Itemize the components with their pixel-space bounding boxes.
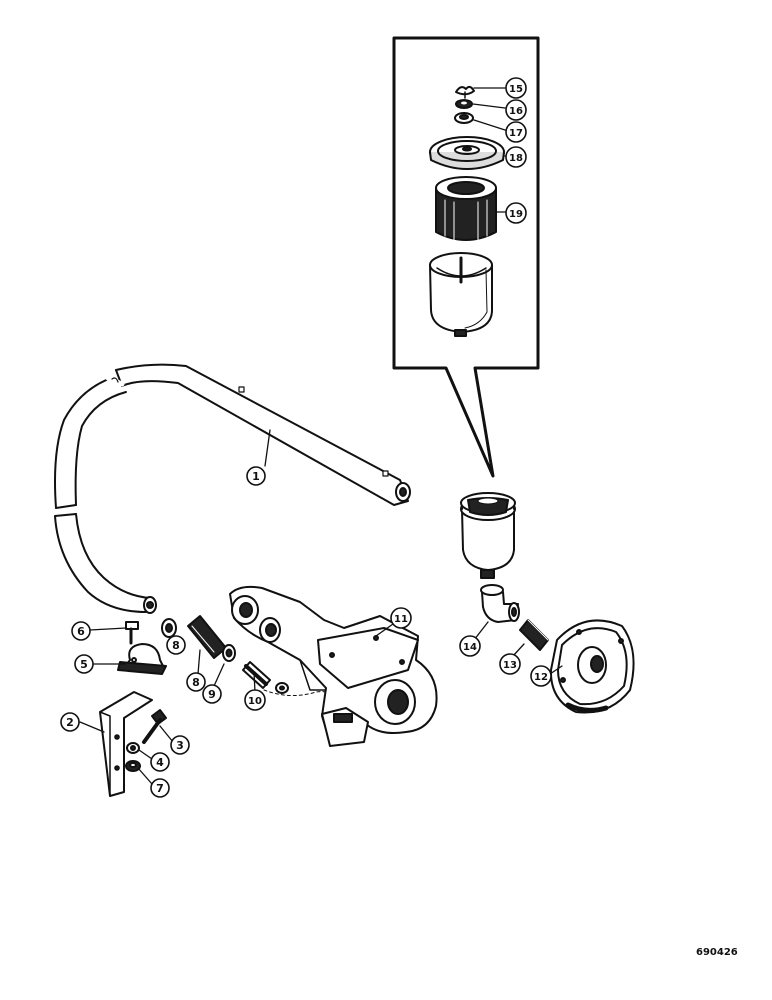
reference-number: 690426 (696, 947, 738, 958)
small-clamp (161, 618, 177, 638)
wing-nut (455, 85, 475, 99)
callout-17: 17 (505, 121, 527, 143)
elbow-fitting (480, 584, 520, 623)
gasket (454, 112, 474, 124)
svg-text:13: 13 (503, 660, 517, 671)
callout-5: 5 (74, 654, 94, 674)
svg-text:18: 18 (509, 153, 523, 164)
callout-8b: 8 (186, 672, 206, 692)
connector-hose (187, 615, 227, 659)
hose (54, 363, 411, 614)
svg-text:1: 1 (252, 470, 260, 483)
callout-14: 14 (459, 635, 481, 657)
callout-18: 18 (505, 146, 527, 168)
callout-4: 4 (150, 752, 170, 772)
bolt (142, 709, 167, 744)
svg-text:11: 11 (394, 614, 408, 625)
callout-8: 8 (166, 635, 186, 655)
svg-text:15: 15 (509, 84, 523, 95)
filter-element (435, 176, 497, 241)
svg-text:2: 2 (66, 716, 74, 729)
callout-6: 6 (71, 621, 91, 641)
svg-text:6: 6 (77, 625, 85, 638)
small-clamp (222, 644, 236, 662)
callout-12: 12 (530, 665, 552, 687)
pipe-nipple (519, 619, 549, 651)
svg-text:8: 8 (192, 676, 200, 689)
callout-7: 7 (150, 778, 170, 798)
filter-assembly (460, 492, 516, 579)
callout-11: 11 (390, 607, 412, 629)
mounting-bracket (99, 691, 153, 797)
svg-text:3: 3 (176, 739, 184, 752)
svg-text:14: 14 (463, 642, 477, 653)
pipe-nipple (242, 661, 341, 699)
inset-box (392, 36, 540, 478)
adapter-housing (549, 619, 635, 714)
callout-9: 9 (202, 684, 222, 704)
lock-washer (126, 742, 140, 754)
hose-clamp (117, 643, 167, 675)
svg-text:9: 9 (208, 688, 216, 701)
svg-text:7: 7 (156, 782, 164, 795)
manifold-casting (229, 585, 438, 747)
filter-cover (429, 136, 505, 170)
callout-16: 16 (505, 99, 527, 121)
filter-bowl (429, 252, 493, 337)
callout-15: 15 (505, 77, 527, 99)
svg-text:8: 8 (172, 639, 180, 652)
callout-10: 10 (244, 689, 266, 711)
svg-text:12: 12 (534, 672, 548, 683)
washer (455, 99, 473, 109)
svg-text:10: 10 (248, 696, 262, 707)
svg-text:17: 17 (509, 128, 523, 139)
callout-19: 19 (505, 202, 527, 224)
callout-2: 2 (60, 712, 80, 732)
screw (125, 621, 139, 645)
svg-text:19: 19 (509, 209, 523, 220)
nut (125, 760, 141, 772)
callout-13: 13 (499, 653, 521, 675)
svg-text:4: 4 (156, 756, 164, 769)
svg-text:5: 5 (80, 658, 88, 671)
callout-1: 1 (246, 466, 266, 486)
callout-3: 3 (170, 735, 190, 755)
svg-text:16: 16 (509, 106, 523, 117)
